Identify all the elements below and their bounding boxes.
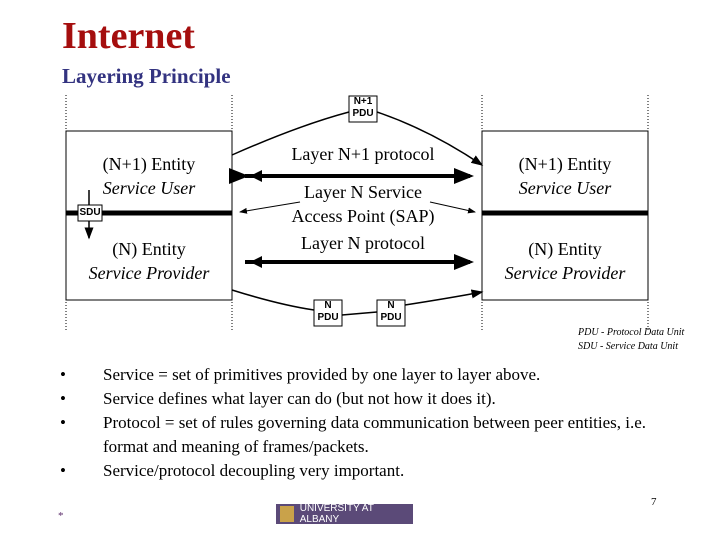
top-pdu-box	[348, 95, 378, 123]
page-number: 7	[651, 496, 657, 508]
sdu-box	[77, 204, 103, 222]
bullet-item: •Service defines what layer can do (but …	[60, 389, 496, 408]
bottom-curve-left	[231, 289, 315, 311]
bottom-curve-right	[404, 289, 484, 306]
sap-arrow-left	[239, 201, 301, 214]
logo-emblem-icon	[280, 506, 294, 522]
top-curve-left	[231, 111, 350, 156]
legend-pdu: PDU - Protocol Data Unit	[578, 327, 685, 338]
slide-title: Internet	[62, 15, 195, 57]
footer-star: *	[58, 510, 64, 522]
bullet-list: •Service = set of primitives provided by…	[60, 363, 680, 483]
n1-protocol-label: Layer N+1 protocol	[291, 144, 435, 164]
n-protocol-label: Layer N protocol	[301, 233, 425, 253]
top-curve-right	[376, 111, 484, 166]
sap-arrow-right	[429, 201, 476, 214]
bullet-item: •Service/protocol decoupling very import…	[60, 461, 405, 480]
university-logo: UNIVERSITY AT ALBANY	[276, 503, 413, 525]
sdu-label: SDU	[79, 207, 101, 218]
n-pdu-box-2	[376, 299, 406, 327]
legend-sdu: SDU - Service Data Unit	[578, 341, 678, 352]
n-pdu-box-1	[313, 299, 343, 327]
slide-subtitle: Layering Principle	[62, 64, 231, 88]
bullet-item: •Protocol = set of rules governing data …	[60, 413, 647, 456]
bullet-item: •Service = set of primitives provided by…	[60, 365, 541, 384]
